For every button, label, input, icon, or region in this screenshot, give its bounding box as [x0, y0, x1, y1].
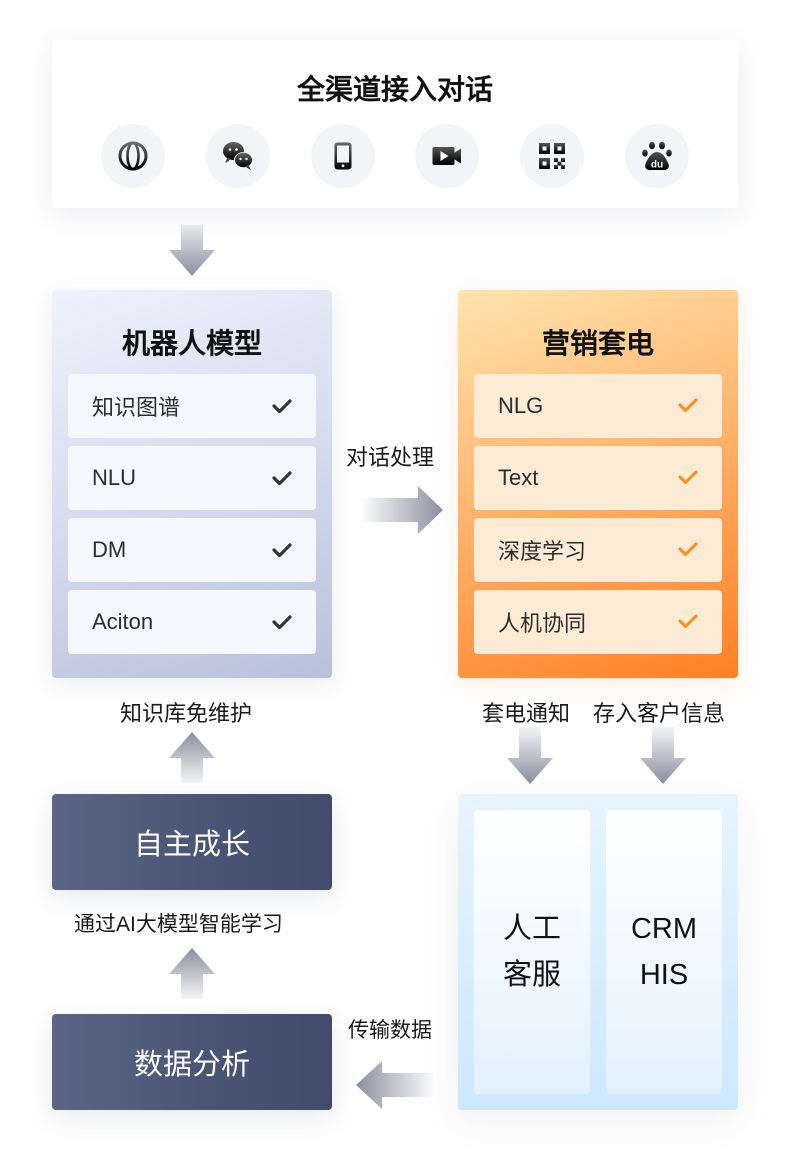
- manual-service-panel[interactable]: 人工 客服: [474, 810, 590, 1094]
- item-label: 深度学习: [498, 539, 587, 564]
- data-analysis-box: 数据分析: [52, 1014, 332, 1110]
- checkmark-icon: [270, 394, 294, 418]
- arrow-left-to-data-analysis: [354, 1060, 436, 1110]
- knowledge-maintenance-label: 知识库免维护: [120, 701, 253, 726]
- checkmark-icon: [270, 610, 294, 634]
- robot-model-item[interactable]: 知识图谱: [68, 374, 316, 438]
- checkmark-icon: [270, 466, 294, 490]
- qr-code-icon[interactable]: [520, 124, 585, 188]
- baidu-logo-text: du: [651, 160, 663, 171]
- marketing-title: 营销套电: [541, 328, 654, 359]
- item-label: 人机协同: [498, 611, 587, 636]
- item-label: Text: [498, 465, 539, 490]
- marketing-item[interactable]: 深度学习: [474, 518, 722, 582]
- systems-card: 人工 客服 CRM HIS: [458, 794, 738, 1110]
- robot-model-list: 知识图谱 NLU DM Aciton: [68, 374, 316, 662]
- ai-learning-label: 通过AI大模型智能学习: [74, 913, 283, 936]
- baidu-paw-icon[interactable]: du: [624, 124, 689, 188]
- checkmark-icon: [676, 538, 700, 562]
- wechat-icon[interactable]: [205, 124, 270, 188]
- dialog-processing-label: 对话处理: [346, 445, 435, 470]
- channel-icon-row: du: [101, 124, 689, 190]
- globe-icon[interactable]: [101, 124, 165, 188]
- arrow-down-to-manual-service: [505, 727, 555, 785]
- marketing-list: NLG Text 深度学习 人机协同: [474, 374, 722, 662]
- robot-model-card: 机器人模型 知识图谱 NLU DM Aciton: [52, 290, 332, 678]
- video-camera-icon[interactable]: [415, 124, 480, 188]
- item-label: NLG: [498, 393, 544, 418]
- checkmark-icon: [676, 610, 700, 634]
- store-customer-info-label: 存入客户信息: [593, 701, 726, 726]
- marketing-item[interactable]: 人机协同: [474, 590, 722, 654]
- manual-service-line-2: 客服: [502, 959, 561, 991]
- item-label: 知识图谱: [92, 395, 181, 420]
- checkmark-icon: [676, 466, 700, 490]
- self-growth-box: 自主成长: [52, 794, 332, 890]
- lead-notification-label: 套电通知: [482, 701, 571, 726]
- self-growth-label: 自主成长: [133, 829, 250, 861]
- transfer-data-label: 传输数据: [348, 1019, 432, 1042]
- his-label: HIS: [639, 959, 689, 991]
- arrow-up-to-robot-model: [167, 731, 217, 783]
- item-label: Aciton: [92, 609, 154, 634]
- channels-title: 全渠道接入对话: [296, 74, 493, 105]
- robot-model-item[interactable]: DM: [68, 518, 316, 582]
- marketing-item[interactable]: NLG: [474, 374, 722, 438]
- channels-card: 全渠道接入对话: [52, 40, 738, 208]
- checkmark-icon: [270, 538, 294, 562]
- marketing-card: 营销套电 NLG Text 深度学习 人机协同: [458, 290, 738, 678]
- arrow-down-to-robot-model: [167, 225, 217, 277]
- robot-model-title: 机器人模型: [121, 328, 262, 359]
- crm-label: CRM: [630, 913, 698, 945]
- arrow-down-to-crm: [638, 727, 688, 785]
- mobile-phone-icon[interactable]: [310, 124, 375, 188]
- arrow-up-to-self-growth: [167, 947, 217, 999]
- crm-his-panel[interactable]: CRM HIS: [606, 810, 722, 1094]
- checkmark-icon: [676, 394, 700, 418]
- item-label: NLU: [92, 465, 137, 490]
- arrow-right-to-marketing: [360, 485, 444, 535]
- robot-model-item[interactable]: Aciton: [68, 590, 316, 654]
- robot-model-item[interactable]: NLU: [68, 446, 316, 510]
- marketing-item[interactable]: Text: [474, 446, 722, 510]
- data-analysis-label: 数据分析: [133, 1049, 250, 1081]
- manual-service-line-1: 人工: [502, 913, 561, 945]
- item-label: DM: [92, 537, 127, 562]
